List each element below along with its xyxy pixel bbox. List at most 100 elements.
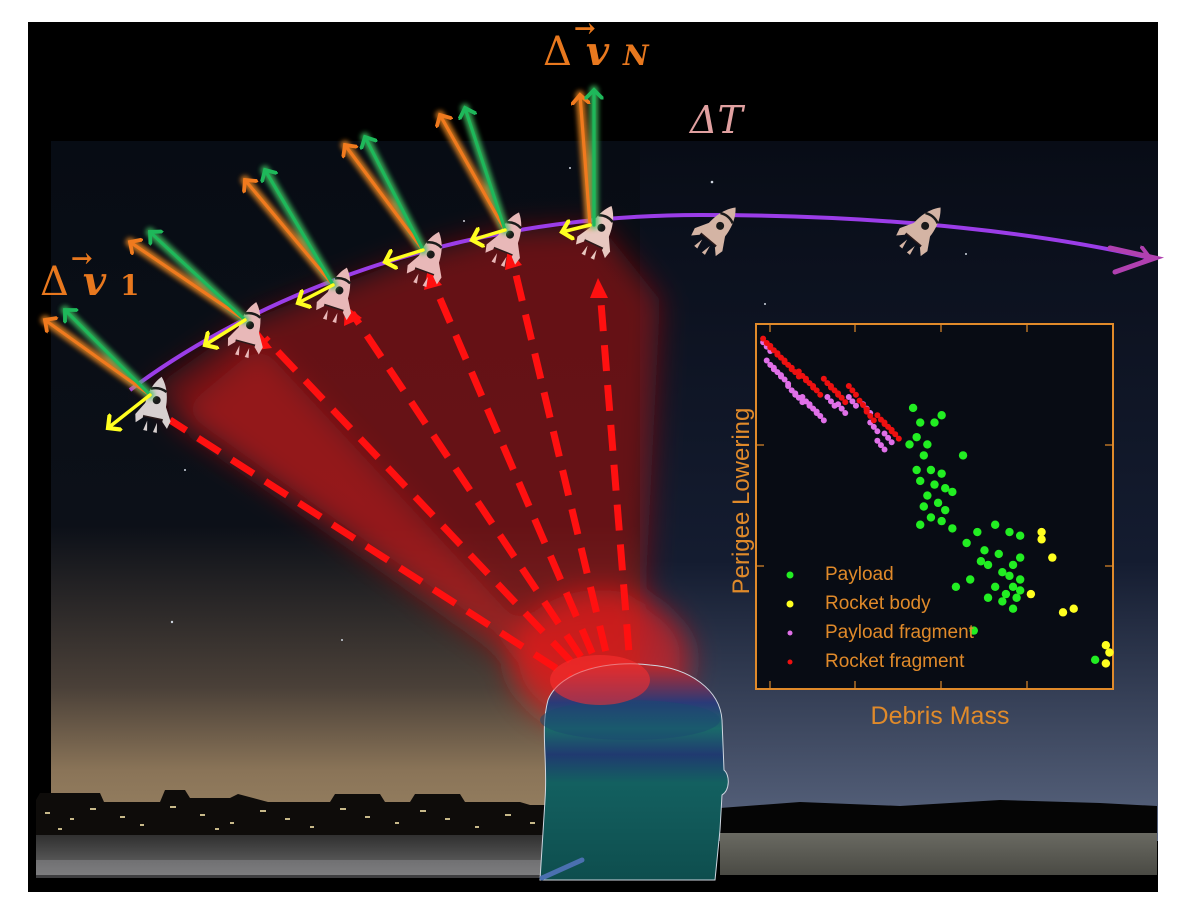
v-letter: v	[585, 28, 610, 75]
data-point	[926, 465, 936, 475]
data-point	[795, 368, 802, 375]
data-point	[990, 520, 1000, 529]
data-point	[1015, 575, 1025, 584]
data-point	[802, 375, 809, 382]
data-point	[867, 412, 874, 419]
data-point	[863, 408, 870, 415]
vector-arrow-icon: →	[70, 244, 93, 274]
orange-arrow-2	[130, 242, 247, 322]
data-point	[1012, 593, 1021, 602]
delta-symbol: Δ	[543, 29, 572, 75]
data-point	[930, 480, 939, 489]
yellow-arrows	[108, 225, 592, 428]
data-point	[852, 391, 859, 398]
data-point	[916, 418, 925, 427]
data-point	[916, 520, 925, 529]
data-point	[990, 582, 1000, 591]
data-point	[937, 516, 946, 526]
data-point	[969, 626, 978, 635]
data-point	[980, 546, 989, 555]
data-point	[1037, 527, 1046, 537]
data-point	[813, 387, 820, 394]
data-point	[856, 397, 863, 404]
delta-v1-label: Δ v → 1	[40, 244, 140, 305]
observer-head	[539, 655, 729, 881]
data-point	[835, 390, 842, 397]
vector-v: v →	[69, 244, 120, 305]
green-arrow-1	[65, 310, 152, 397]
data-point	[774, 350, 781, 357]
data-point	[835, 401, 842, 408]
data-point	[827, 383, 834, 390]
data-point	[881, 446, 888, 453]
data-point	[998, 597, 1007, 606]
data-point	[919, 451, 928, 460]
data-point	[845, 394, 852, 400]
data-point	[1058, 608, 1068, 617]
data-point	[810, 383, 817, 390]
data-point	[1015, 531, 1025, 540]
data-point	[799, 394, 806, 400]
data-point	[908, 403, 918, 413]
data-point	[885, 434, 892, 441]
data-point	[905, 440, 914, 449]
data-point	[781, 357, 788, 364]
vector-v: v →	[572, 14, 623, 75]
data-point	[912, 432, 921, 442]
legend-label-payload-fragment: Payload fragment	[825, 622, 974, 643]
orange-arrow-3	[245, 180, 335, 287]
data-point	[763, 357, 770, 364]
data-point	[923, 491, 932, 500]
data-point	[838, 405, 845, 412]
data-point	[1069, 604, 1078, 613]
y-axis-label: Perigee Lowering	[728, 407, 755, 595]
data-point	[1015, 586, 1025, 595]
data-point	[1026, 589, 1036, 599]
green-arrow-2	[150, 232, 247, 322]
data-point	[785, 383, 792, 390]
data-point	[842, 410, 849, 417]
data-point	[923, 440, 932, 449]
vector-arrow-icon: →	[573, 14, 596, 44]
data-point	[933, 498, 943, 508]
legend-label-rocket-body: Rocket body	[825, 593, 931, 614]
data-point	[760, 335, 767, 342]
data-point	[824, 394, 831, 400]
data-point	[874, 437, 881, 444]
data-point	[788, 364, 795, 371]
velocity-arrows	[45, 90, 594, 397]
data-point	[937, 469, 946, 478]
plot-ticks	[756, 324, 1113, 689]
data-point	[770, 364, 777, 371]
data-point	[1037, 535, 1046, 544]
subscript-1: 1	[120, 269, 140, 302]
laser-beams	[168, 257, 636, 693]
data-point	[1008, 604, 1018, 613]
data-point	[912, 465, 921, 475]
data-point	[1101, 641, 1111, 650]
data-point	[951, 582, 961, 591]
data-point	[881, 419, 888, 426]
orange-arrow-N	[580, 95, 592, 227]
data-point	[983, 593, 993, 602]
orange-arrow-4	[345, 145, 425, 252]
data-point	[958, 451, 968, 460]
data-point	[874, 412, 881, 419]
data-point	[926, 513, 936, 522]
green-arrow-3	[265, 170, 335, 287]
data-point	[941, 484, 950, 493]
data-point	[973, 527, 982, 537]
data-point	[845, 383, 852, 390]
delta-symbol: Δ	[40, 259, 69, 305]
data-point	[937, 411, 946, 420]
green-arrow-5	[465, 108, 507, 232]
data-point	[962, 538, 971, 548]
data-point	[1008, 560, 1018, 570]
data-point	[881, 430, 888, 437]
data-point	[849, 387, 856, 394]
data-point	[874, 428, 881, 435]
data-point	[919, 502, 928, 511]
data-point	[870, 417, 877, 424]
data-point	[1101, 659, 1111, 668]
